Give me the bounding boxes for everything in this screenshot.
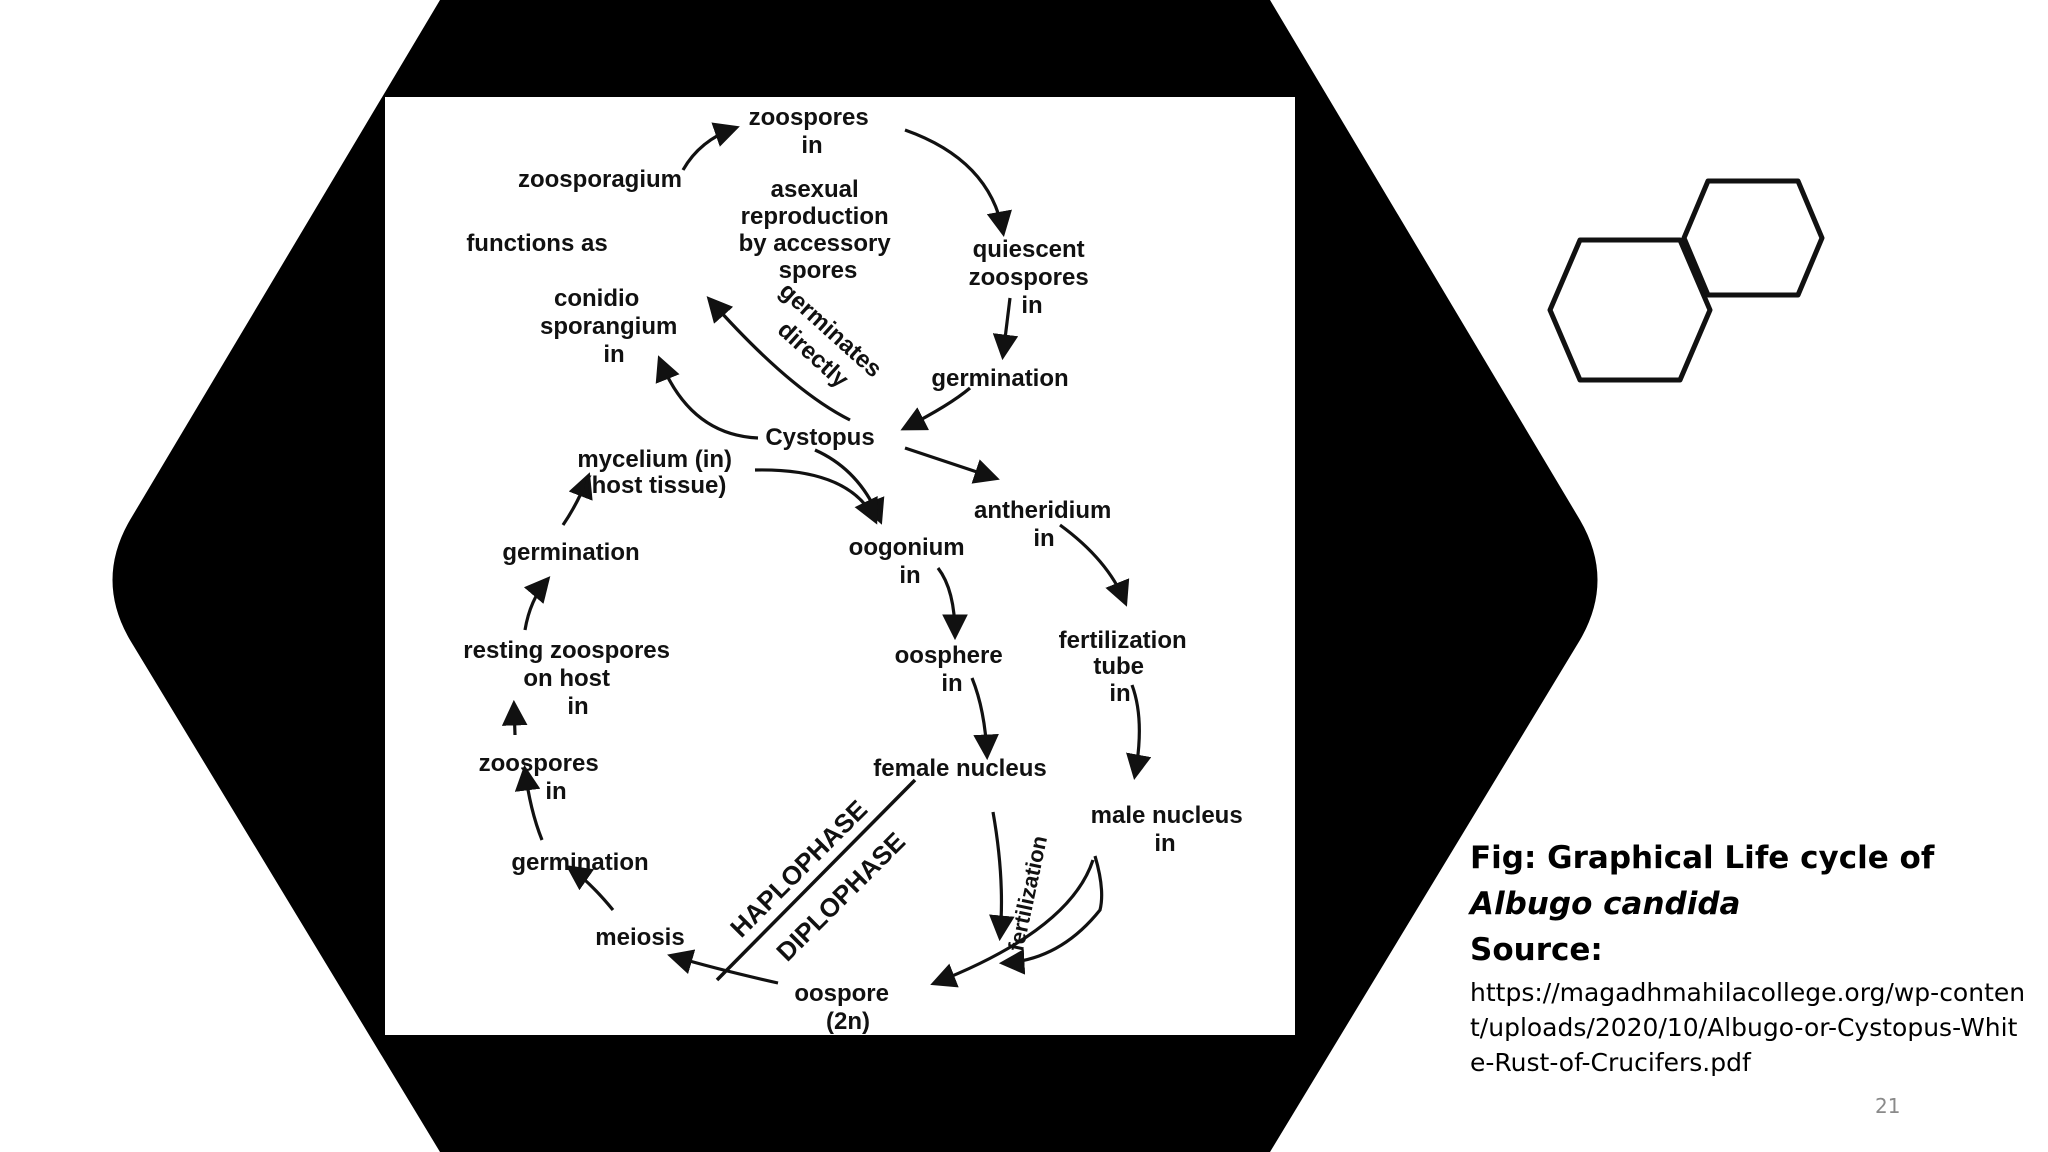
caption-species: Albugo candida: [1470, 886, 1741, 922]
label-cystopus: Cystopus: [765, 424, 874, 451]
figure-caption: Fig: Graphical Life cycle of Albugo cand…: [1470, 835, 2030, 1080]
label-oosphere: oosphere in: [895, 642, 1010, 697]
label-antheridium: antheridium in: [974, 497, 1118, 552]
phase-divider: [715, 778, 917, 982]
label-quiescent-zoospores: quiescent zoospores in: [969, 236, 1096, 319]
decorative-hexagons: [1547, 178, 1825, 383]
label-oogonium: oogonium in: [849, 534, 972, 589]
label-zoospores-top: zoospores in: [749, 104, 876, 159]
caption-source-url[interactable]: https://magadhmahilacollege.org/wp-conte…: [1470, 978, 2026, 1077]
label-germination-bottom: germination: [511, 849, 648, 876]
label-mycelium: mycelium (in) (host tissue): [577, 446, 738, 499]
label-oospore: oospore (2n): [794, 980, 895, 1035]
label-female-nucleus: female nucleus: [873, 755, 1046, 782]
label-germination-top: germination: [931, 365, 1068, 392]
caption-source-label: Source:: [1470, 932, 1603, 968]
diagram-arrows: [501, 122, 1152, 988]
small-hexagon-bottom: [1547, 237, 1713, 383]
label-resting-zoospores: resting zoospores on host in: [463, 637, 676, 720]
label-male-nucleus: male nucleus in: [1091, 802, 1250, 857]
label-conidiosporangium: conidio sporangium in: [540, 285, 684, 368]
small-hexagon-top: [1681, 178, 1825, 298]
label-functions-as: functions as: [466, 230, 607, 257]
label-zoosporangium: zoosporagium: [518, 166, 682, 193]
caption-title: Fig: Graphical Life cycle of Albugo cand…: [1470, 835, 2030, 927]
caption-title-prefix: Fig: Graphical Life cycle of: [1470, 840, 1935, 876]
label-meiosis: meiosis: [595, 924, 684, 951]
label-fertilization-tube: fertilization tube in: [1059, 627, 1194, 707]
label-asexual-reproduction: asexual reproduction by accessory spores: [739, 176, 898, 284]
label-germination-left: germination: [502, 539, 639, 566]
diagram-panel: [385, 97, 1295, 1035]
slide-number: 21: [1875, 1094, 1901, 1118]
label-zoospores-left: zoospores in: [479, 750, 606, 805]
